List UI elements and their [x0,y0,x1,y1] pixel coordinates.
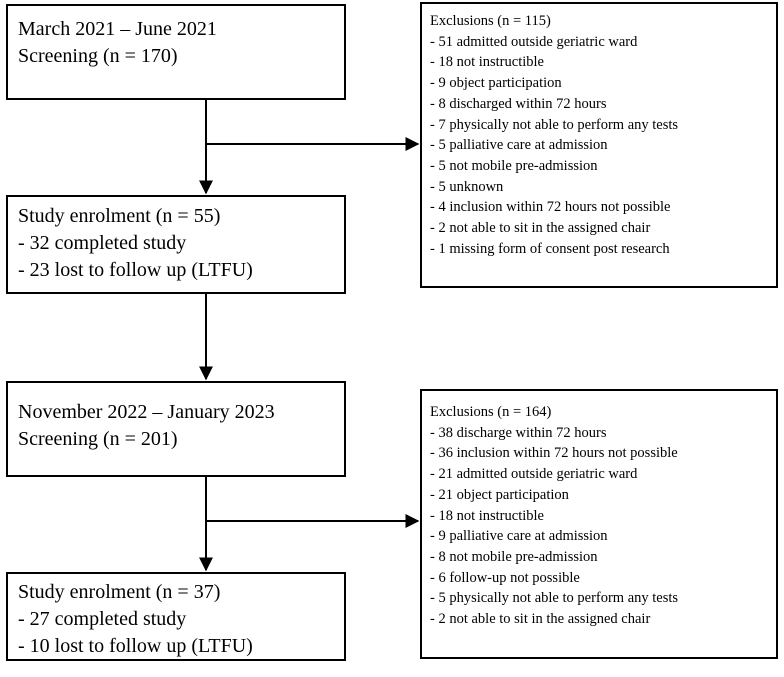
enrolment-box-2022: Study enrolment (n = 37) - 27 completed … [6,572,346,661]
exclusion-item: - 21 object participation [430,486,569,503]
exclusion-item: - 6 follow-up not possible [430,569,580,586]
enrolment-completed: - 27 completed study [18,608,187,630]
enrolment-box-2021: Study enrolment (n = 55) - 32 completed … [6,195,346,294]
exclusion-item: - 18 not instructible [430,54,544,71]
exclusion-item: - 2 not able to sit in the assigned chai… [430,611,651,628]
enrolment-completed: - 32 completed study [18,232,187,254]
exclusions-title: Exclusions (n = 115) [430,13,551,29]
exclusion-item: - 1 missing form of consent post researc… [430,240,670,257]
screening-box-2022: November 2022 – January 2023 Screening (… [6,381,346,477]
enrolment-ltfu: - 23 lost to follow up (LTFU) [18,259,253,281]
exclusion-item: - 5 physically not able to perform any t… [430,590,679,607]
exclusion-item: - 5 palliative care at admission [430,137,608,154]
exclusions-title: Exclusions (n = 164) [430,404,552,420]
exclusion-item: - 5 unknown [430,178,504,195]
screening-period: March 2021 – June 2021 [18,18,217,40]
screening-period: November 2022 – January 2023 [18,401,275,423]
exclusion-item: - 38 discharge within 72 hours [430,424,607,441]
exclusion-item: - 9 object participation [430,75,562,92]
exclusion-item: - 21 admitted outside geriatric ward [430,466,638,483]
exclusion-item: - 8 discharged within 72 hours [430,95,607,112]
exclusion-item: - 18 not instructible [430,507,544,524]
exclusion-item: - 51 admitted outside geriatric ward [430,33,638,50]
exclusion-item: - 9 palliative care at admission [430,528,608,545]
screening-count: Screening (n = 170) [18,45,178,67]
enrolment-count: Study enrolment (n = 37) [18,581,221,603]
enrolment-count: Study enrolment (n = 55) [18,205,221,227]
exclusions-box-2022: Exclusions (n = 164) - 38 discharge with… [420,389,778,659]
exclusion-item: - 4 inclusion within 72 hours not possib… [430,199,671,216]
exclusions-box-2021: Exclusions (n = 115) - 51 admitted outsi… [420,2,778,288]
screening-box-2021: March 2021 – June 2021 Screening (n = 17… [6,4,346,100]
screening-count: Screening (n = 201) [18,428,178,450]
exclusion-item: - 36 inclusion within 72 hours not possi… [430,445,678,462]
exclusion-item: - 5 not mobile pre-admission [430,157,598,174]
exclusion-item: - 2 not able to sit in the assigned chai… [430,220,651,237]
exclusion-item: - 8 not mobile pre-admission [430,548,598,565]
enrolment-ltfu: - 10 lost to follow up (LTFU) [18,635,253,657]
exclusion-item: - 7 physically not able to perform any t… [430,116,679,133]
